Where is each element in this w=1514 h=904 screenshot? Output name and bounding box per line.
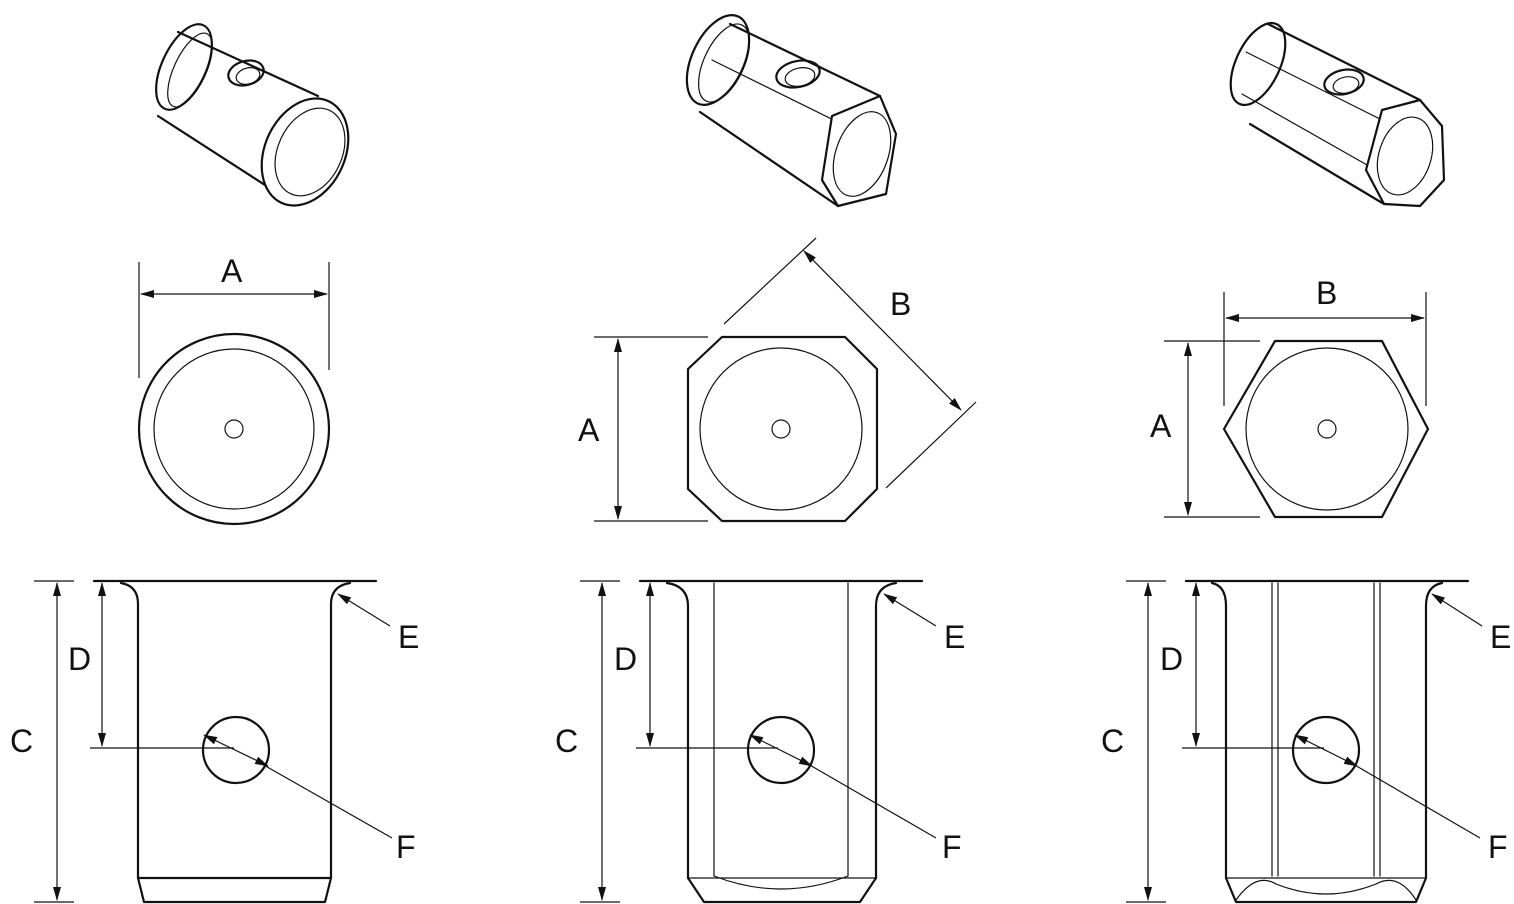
dimension-label-d: D [1160,641,1183,677]
square-nut-isometric-view [685,14,898,208]
round-nut-top-view [137,262,331,526]
round-nut-side-view [34,579,393,904]
dimension-label-b: B [1316,275,1337,311]
dimension-label-c: C [1101,723,1124,759]
dimension-label-c: C [10,723,33,759]
dimension-label-a: A [578,412,600,448]
dimension-label-a: A [1150,408,1172,444]
dimension-label-e: E [1490,619,1511,655]
dimension-label-a: A [221,253,243,289]
hex-nut-side-view [1126,579,1483,904]
square-nut-top-view [594,237,977,523]
square-nut-side-view [580,579,937,904]
hex-nut-isometric-view [1229,21,1446,208]
hex-nut-top-view [1164,292,1430,519]
dimension-label-d: D [68,641,91,677]
dimension-label-b: B [890,286,911,322]
dimension-label-e: E [398,619,419,655]
round-nut-isometric-view [155,23,350,207]
dimension-label-f: F [1488,829,1508,865]
dimension-label-f: F [396,829,416,865]
dimension-label-d: D [614,641,637,677]
dimension-label-f: F [942,829,962,865]
dimension-label-c: C [555,723,578,759]
dimension-label-e: E [944,619,965,655]
